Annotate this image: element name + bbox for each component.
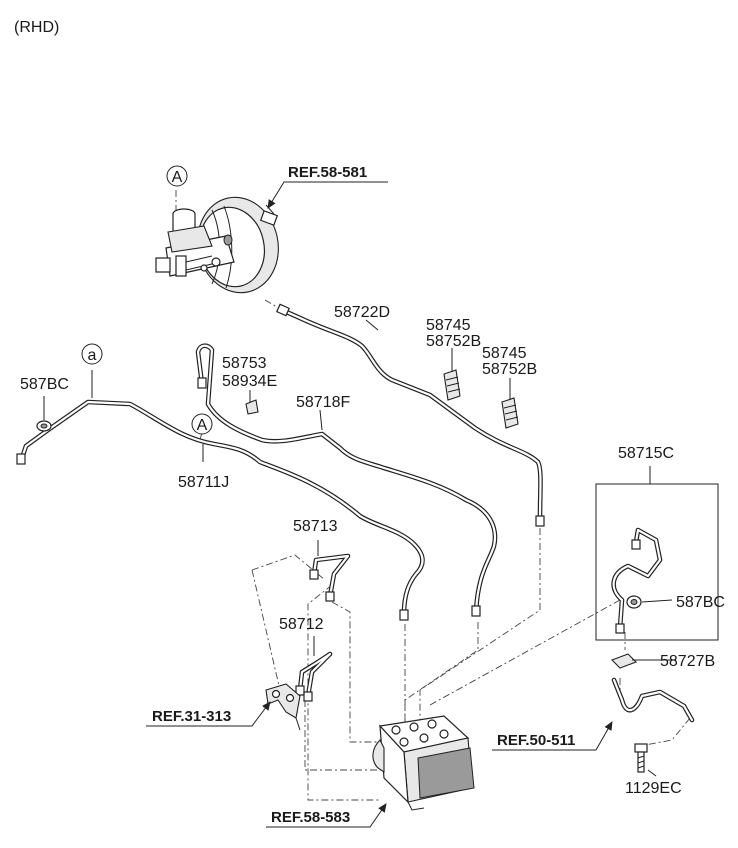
label-58934e: 58934E xyxy=(222,373,277,390)
label-58713: 58713 xyxy=(293,518,338,535)
svg-text:A: A xyxy=(172,169,183,186)
label-58727b: 58727B xyxy=(660,653,715,670)
brake-hose xyxy=(611,677,695,723)
brake-booster-assembly xyxy=(155,196,279,294)
svg-text:A: A xyxy=(197,417,208,434)
ref-50-511: REF.50-511 xyxy=(492,721,613,751)
label-587bc-left: 587BC xyxy=(20,376,69,393)
svg-text:REF.31-313: REF.31-313 xyxy=(152,708,231,725)
label-58752b-2: 58752B xyxy=(482,361,537,378)
svg-text:REF.58-581: REF.58-581 xyxy=(288,164,367,181)
pipe-fittings xyxy=(16,303,641,702)
assembly-guide-lines xyxy=(175,190,691,801)
label-58712: 58712 xyxy=(279,616,324,633)
svg-text:REF.58-583: REF.58-583 xyxy=(271,809,350,826)
label-58711j: 58711J xyxy=(178,474,229,491)
label-58715c: 58715C xyxy=(618,445,674,462)
label-587bc-right: 587BC xyxy=(676,594,725,611)
label-58722d: 58722D xyxy=(334,304,390,321)
clips-and-grommets xyxy=(36,369,642,669)
svg-text:REF.50-511: REF.50-511 xyxy=(497,732,575,749)
ref-58-583: REF.58-583 xyxy=(266,803,387,828)
assembly-box-58715c xyxy=(595,483,719,641)
label-58753: 58753 xyxy=(222,355,267,372)
label-1129ec: 1129EC xyxy=(625,780,682,797)
ref-58-581: REF.58-581 xyxy=(267,164,388,209)
pipe-58711j xyxy=(19,399,425,617)
bolt-1129ec xyxy=(634,743,648,773)
svg-text:a: a xyxy=(88,347,97,364)
callout-a-lower: a xyxy=(81,343,103,365)
label-58752b-1: 58752B xyxy=(426,333,481,350)
leader-lines xyxy=(43,319,676,777)
label-58745-1: 58745 xyxy=(426,317,471,334)
label-58718f: 58718F xyxy=(296,394,350,411)
label-58745-2: 58745 xyxy=(482,345,527,362)
brake-pipes xyxy=(19,307,695,723)
ref-31-313: REF.31-313 xyxy=(146,701,271,727)
part-labels: 58722D 58745 58752B 58745 58752B 58753 5… xyxy=(20,304,725,797)
mounting-bracket xyxy=(265,683,301,731)
rhd-label: (RHD) xyxy=(14,19,59,36)
callout-A-mid: A xyxy=(191,413,213,435)
callout-A-upper: A xyxy=(166,165,188,187)
abs-hydraulic-unit xyxy=(372,715,475,811)
